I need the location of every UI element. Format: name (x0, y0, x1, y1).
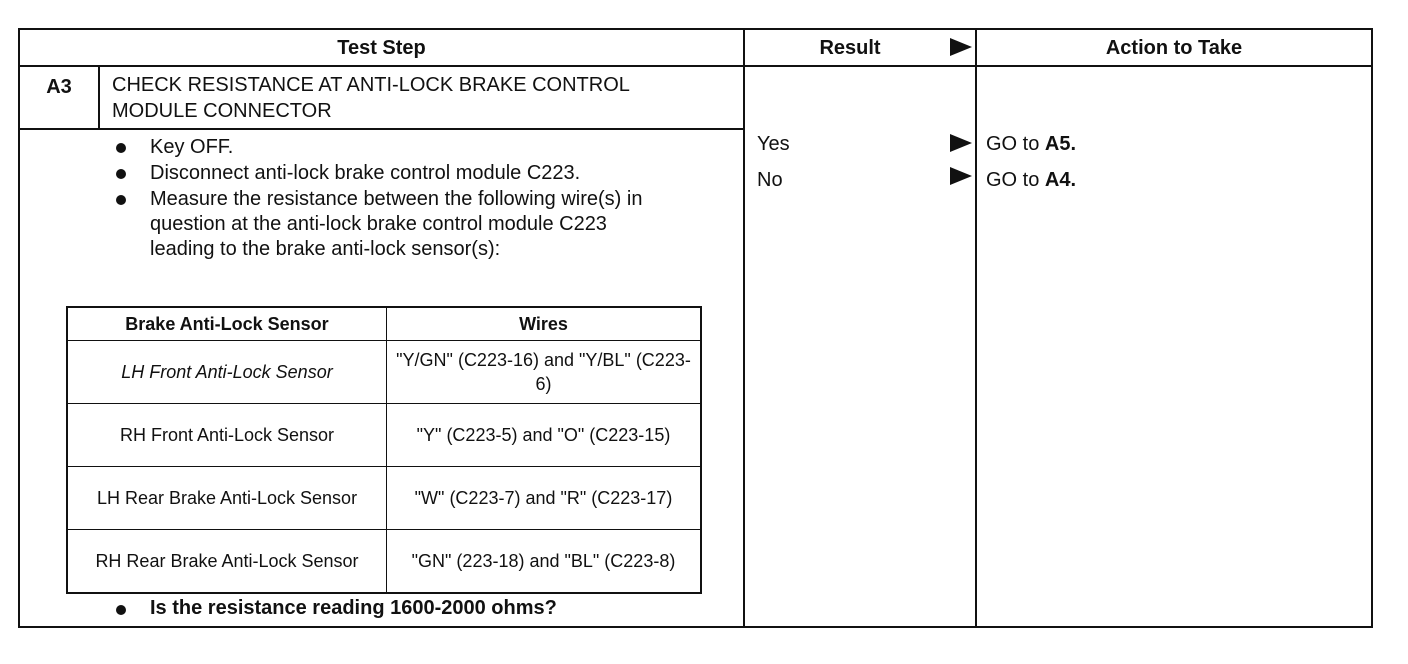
table-header-row: Brake Anti-Lock Sensor Wires (66, 306, 702, 341)
sensor-cell: RH Front Anti-Lock Sensor (66, 403, 387, 467)
instruction-item: Disconnect anti-lock brake control modul… (110, 161, 730, 186)
bullet-icon (116, 605, 126, 615)
wires-cell: "Y/GN" (C223-16) and "Y/BL" (C223-6) (386, 340, 702, 404)
wires-cell: "GN" (223-18) and "BL" (C223-8) (386, 529, 702, 594)
column-header-wires: Wires (386, 306, 702, 341)
action-yes: GO to A5. (986, 133, 1076, 156)
header-result: Result (819, 37, 881, 59)
sensor-cell: LH Front Anti-Lock Sensor (66, 340, 387, 404)
step-title-line-2: MODULE CONNECTOR (112, 100, 332, 122)
resistance-question: Is the resistance reading 1600-2000 ohms… (110, 597, 557, 620)
instruction-text: Disconnect anti-lock brake control modul… (150, 162, 581, 184)
action-target: A4. (1044, 169, 1077, 191)
test-table: Test Step Result Action to Take A3 CHECK… (18, 28, 1373, 628)
sensor-cell: RH Rear Brake Anti-Lock Sensor (66, 529, 387, 594)
result-arrow-icon (950, 167, 972, 185)
step-id-divider (98, 66, 100, 130)
instruction-item: Measure the resistance between the follo… (110, 187, 660, 262)
step-title-line-1: CHECK RESISTANCE AT ANTI-LOCK BRAKE CONT… (112, 74, 630, 96)
result-no: No (757, 169, 783, 191)
step-instructions: Key OFF. Disconnect anti-lock brake cont… (110, 135, 730, 262)
header-underline (20, 65, 1371, 67)
step-id: A3 (46, 76, 72, 98)
wires-cell: "W" (C223-7) and "R" (C223-17) (386, 466, 702, 530)
column-header-sensor: Brake Anti-Lock Sensor (66, 306, 387, 341)
question-text: Is the resistance reading 1600-2000 ohms… (150, 597, 557, 619)
result-arrow-icon (950, 134, 972, 152)
sensor-cell: LH Rear Brake Anti-Lock Sensor (66, 466, 387, 530)
bullet-icon (116, 143, 126, 153)
table-row: RH Rear Brake Anti-Lock Sensor "GN" (223… (66, 529, 702, 594)
bullet-icon (116, 169, 126, 179)
action-prefix: GO to (986, 133, 1045, 155)
action-prefix: GO to (986, 169, 1045, 191)
step-title: CHECK RESISTANCE AT ANTI-LOCK BRAKE CONT… (112, 72, 732, 124)
wires-cell: "Y" (C223-5) and "O" (C223-15) (386, 403, 702, 467)
step-title-underline (20, 128, 743, 130)
table-row: LH Rear Brake Anti-Lock Sensor "W" (C223… (66, 466, 702, 530)
sensor-wire-table: Brake Anti-Lock Sensor Wires LH Front An… (66, 306, 702, 594)
header-arrow-icon (950, 38, 972, 56)
divider-result-action (975, 30, 977, 626)
header-action: Action to Take (1105, 37, 1243, 59)
bullet-icon (116, 195, 126, 205)
table-row: RH Front Anti-Lock Sensor "Y" (C223-5) a… (66, 403, 702, 467)
instruction-text: Measure the resistance between the follo… (150, 188, 643, 260)
instruction-text: Key OFF. (150, 136, 234, 158)
action-target: A5. (1044, 133, 1077, 155)
result-yes: Yes (757, 133, 790, 155)
header-test-step: Test Step (337, 37, 426, 59)
instruction-item: Key OFF. (110, 135, 730, 160)
divider-step-result (743, 30, 745, 626)
action-no: GO to A4. (986, 169, 1076, 192)
table-row: LH Front Anti-Lock Sensor "Y/GN" (C223-1… (66, 340, 702, 404)
